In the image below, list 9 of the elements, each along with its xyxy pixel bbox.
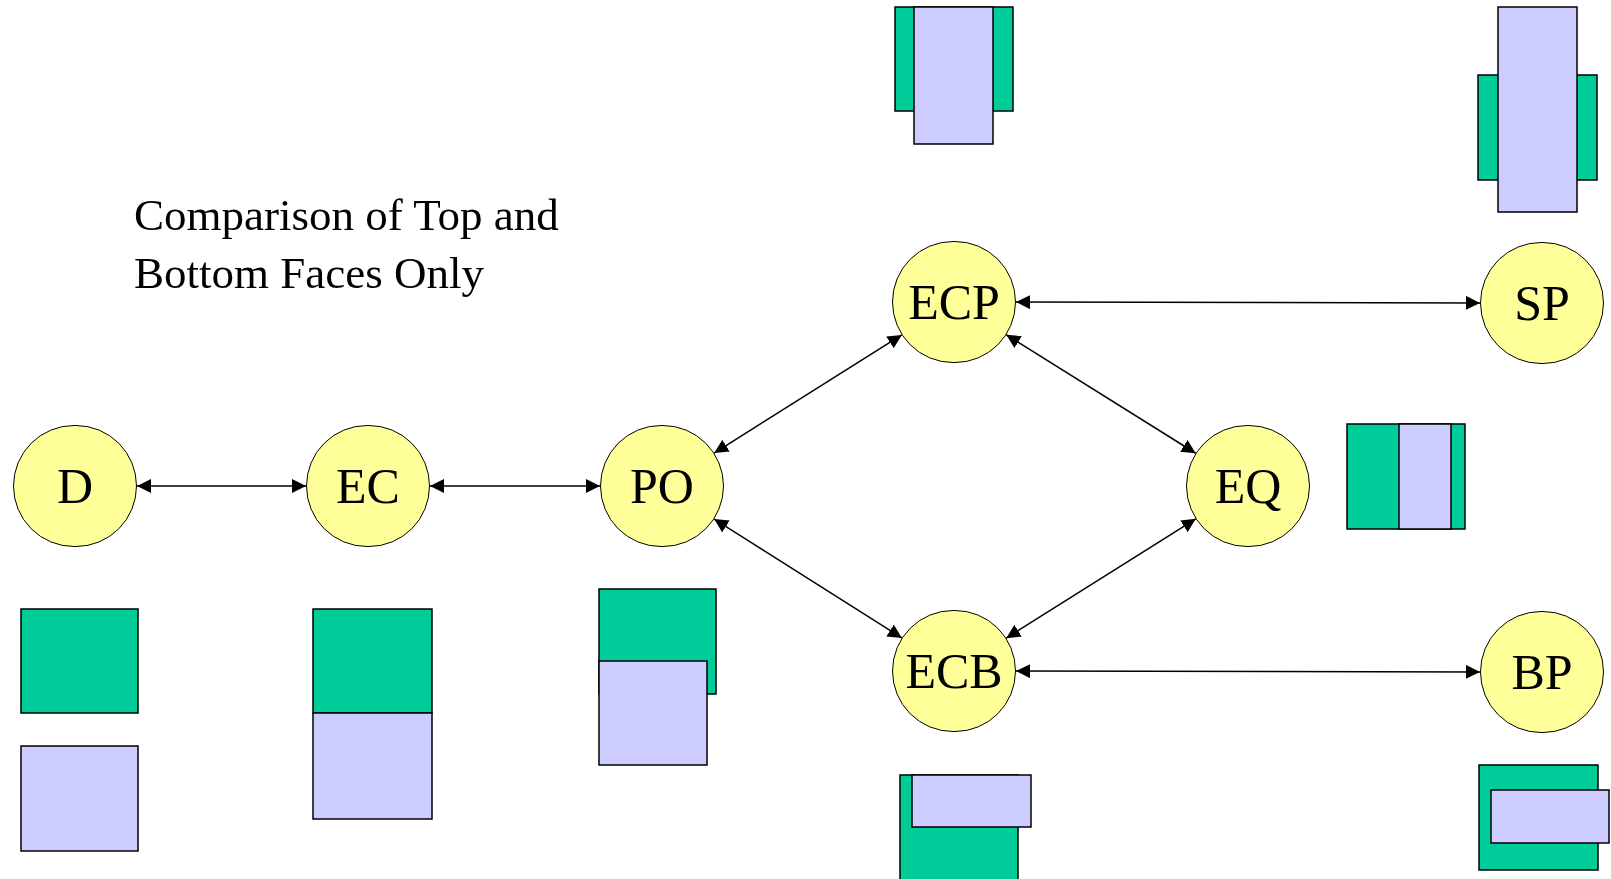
double-arrow — [136, 479, 307, 493]
title: Comparison of Top and Bottom Faces Only — [134, 189, 560, 300]
double-arrow — [713, 334, 903, 454]
double-arrow — [1015, 664, 1481, 679]
double-arrow — [1005, 334, 1197, 454]
double-arrow — [1015, 295, 1481, 310]
double-arrow — [713, 518, 903, 639]
double-arrow — [429, 479, 601, 493]
double-arrow — [1005, 518, 1197, 639]
